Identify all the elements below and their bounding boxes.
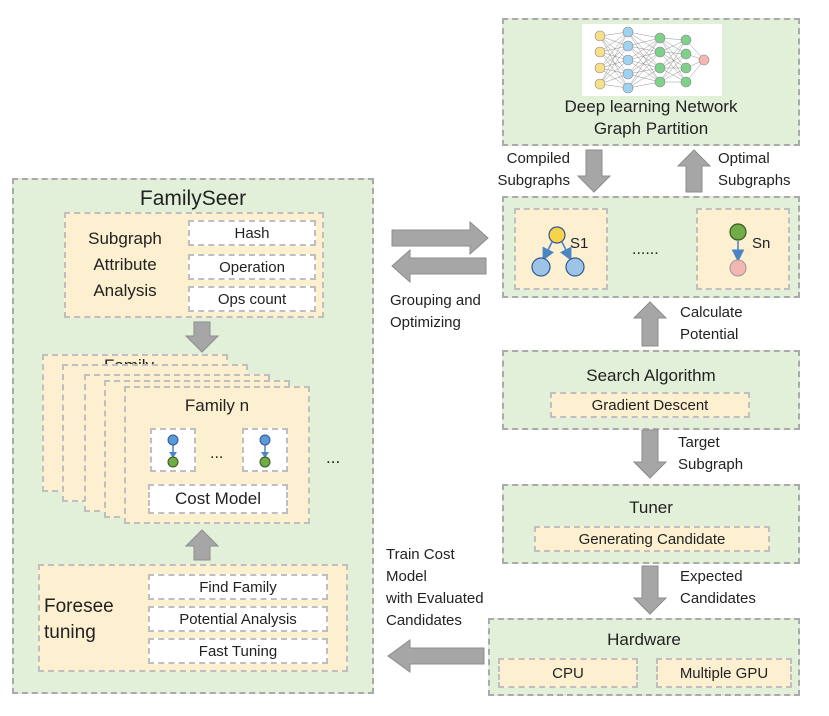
arrow-compiled-down bbox=[576, 149, 612, 193]
target-line2: Subgraph bbox=[678, 456, 744, 473]
subgraph-s1-card: S1 bbox=[514, 208, 608, 290]
attribute-analysis-line3: Analysis bbox=[93, 281, 157, 300]
compiled-line2: Subgraphs bbox=[497, 172, 570, 189]
family-subgraph-2 bbox=[242, 428, 288, 472]
subgraph-sn-card: Sn bbox=[696, 208, 790, 290]
train-line4: Candidates bbox=[386, 612, 462, 629]
multiple-gpu-box: Multiple GPU bbox=[656, 658, 792, 688]
family-card-n: Family n ... Cost Model bbox=[124, 386, 310, 524]
gradient-descent-box: Gradient Descent bbox=[550, 392, 750, 418]
arrow-grouping-left bbox=[391, 248, 487, 284]
familyseer-title: FamilySeer bbox=[139, 187, 247, 210]
hardware-title: Hardware bbox=[607, 630, 681, 649]
subgraph-s1-label: S1 bbox=[570, 235, 589, 252]
potential-line2: Potential bbox=[680, 326, 739, 343]
cpu-box: CPU bbox=[498, 658, 638, 688]
attribute-analysis-line1: Subgraph bbox=[88, 229, 162, 248]
network-title: Deep learning Network Graph Partition bbox=[502, 96, 800, 140]
neural-network-image bbox=[582, 24, 722, 96]
calculate-potential-label: Calculate Potential bbox=[680, 302, 790, 346]
attribute-analysis-line2: Attribute bbox=[93, 255, 157, 274]
neural-network-icon bbox=[594, 26, 710, 94]
arrow-expected-down bbox=[632, 565, 668, 615]
attribute-analysis-label: Subgraph Attribute Analysis bbox=[70, 226, 180, 304]
network-title-line1: Deep learning Network bbox=[564, 97, 738, 116]
arrow-potential-up bbox=[632, 301, 668, 347]
attr-hash: Hash bbox=[188, 220, 316, 246]
cost-model-box: Cost Model bbox=[148, 484, 288, 514]
family-subgraph-2-icon bbox=[259, 434, 271, 468]
family-stack-ellipsis: ... bbox=[326, 448, 341, 467]
arrow-foresee-up bbox=[184, 529, 220, 561]
arrow-to-subgraphs bbox=[391, 220, 489, 256]
network-title-line2: Graph Partition bbox=[593, 119, 709, 138]
arrow-train-left bbox=[387, 639, 485, 673]
grouping-line2: Optimizing bbox=[390, 314, 461, 331]
expected-candidates-label: Expected Candidates bbox=[680, 566, 790, 610]
train-line3: with Evaluated bbox=[386, 590, 484, 607]
family-n-title: Family n bbox=[184, 396, 250, 415]
family-subgraph-1-icon bbox=[167, 434, 179, 468]
arrow-optimal-up bbox=[676, 149, 712, 193]
expected-line1: Expected bbox=[680, 568, 743, 585]
search-title: Search Algorithm bbox=[586, 366, 716, 385]
grouping-label: Grouping and Optimizing bbox=[390, 290, 500, 334]
train-cost-model-label: Train Cost Model with Evaluated Candidat… bbox=[386, 544, 506, 632]
subgraph-ellipsis: ...... bbox=[632, 241, 659, 258]
potential-line1: Calculate bbox=[680, 304, 743, 321]
subgraph-sn-icon bbox=[729, 223, 747, 277]
target-line1: Target bbox=[678, 434, 720, 451]
find-family-box: Find Family bbox=[148, 574, 328, 600]
compiled-subgraphs-label: Compiled Subgraphs bbox=[478, 148, 570, 192]
train-line1: Train Cost bbox=[386, 546, 455, 563]
grouping-line1: Grouping and bbox=[390, 292, 481, 309]
foresee-tuning-line1: Foresee bbox=[44, 596, 114, 617]
optimal-line1: Optimal bbox=[718, 150, 770, 167]
train-line2: Model bbox=[386, 568, 427, 585]
foresee-tuning-label: Foresee tuning bbox=[44, 594, 138, 646]
family-subgraph-1 bbox=[150, 428, 196, 472]
generating-candidate-box: Generating Candidate bbox=[534, 526, 770, 552]
family-card-ellipsis: ... bbox=[210, 445, 224, 462]
fast-tuning-box: Fast Tuning bbox=[148, 638, 328, 664]
optimal-subgraphs-label: Optimal Subgraphs bbox=[718, 148, 810, 192]
arrow-attr-down bbox=[184, 321, 220, 353]
attr-operation: Operation bbox=[188, 254, 316, 280]
target-subgraph-label: Target Subgraph bbox=[678, 432, 788, 476]
arrow-target-down bbox=[632, 429, 668, 479]
potential-analysis-box: Potential Analysis bbox=[148, 606, 328, 632]
foresee-tuning-line2: tuning bbox=[44, 622, 96, 643]
compiled-line1: Compiled bbox=[506, 150, 570, 167]
subgraph-sn-label: Sn bbox=[752, 235, 771, 252]
tuner-title: Tuner bbox=[629, 498, 673, 517]
network-nodes bbox=[594, 26, 710, 94]
expected-line2: Candidates bbox=[680, 590, 756, 607]
attr-ops-count: Ops count bbox=[188, 286, 316, 312]
network-edges bbox=[599, 31, 705, 89]
subgraph-s1-icon bbox=[531, 226, 585, 277]
optimal-line2: Subgraphs bbox=[718, 172, 791, 189]
